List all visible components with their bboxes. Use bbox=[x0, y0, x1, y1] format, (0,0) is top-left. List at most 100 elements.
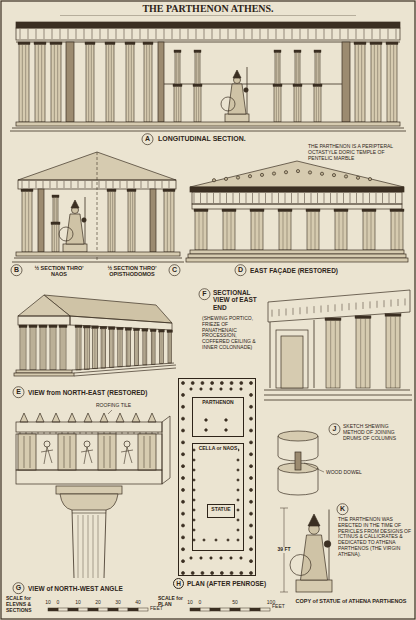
scale-unit: FEET bbox=[272, 604, 290, 610]
drum-side bbox=[278, 436, 279, 456]
column-shaft bbox=[275, 53, 280, 85]
column-flute bbox=[390, 45, 391, 122]
triglyph-mark bbox=[324, 193, 325, 203]
triglyph-mark bbox=[244, 29, 245, 39]
triglyph-mark bbox=[155, 181, 156, 188]
peristyle-column bbox=[182, 488, 185, 491]
cross-wall bbox=[158, 42, 164, 122]
statue-robe bbox=[66, 214, 84, 244]
column-flute bbox=[296, 53, 297, 84]
frieze-figure bbox=[293, 308, 294, 315]
triglyph-mark bbox=[60, 29, 61, 39]
column-flute bbox=[135, 331, 136, 365]
statue-nike bbox=[82, 218, 86, 222]
column-shaft bbox=[93, 328, 98, 368]
cella-wall bbox=[150, 189, 156, 252]
peristyle-column bbox=[182, 417, 185, 420]
column-flute bbox=[145, 332, 146, 365]
cella-wall bbox=[66, 42, 74, 122]
column-flute bbox=[283, 212, 284, 250]
column-flute bbox=[132, 192, 133, 252]
peristyle-column bbox=[250, 429, 253, 432]
letter-circle bbox=[329, 424, 340, 435]
cella-column bbox=[215, 539, 217, 541]
column-shaft bbox=[126, 330, 130, 366]
view-title: PLAN (AFTER PENROSE) bbox=[187, 580, 266, 587]
column-capital bbox=[21, 189, 33, 192]
column-capital bbox=[125, 328, 131, 331]
column-flute bbox=[130, 192, 131, 252]
column-capital bbox=[85, 42, 95, 45]
column-capital bbox=[314, 50, 321, 53]
peristyle-column bbox=[240, 572, 243, 575]
triglyph-mark bbox=[308, 29, 309, 39]
room-column bbox=[225, 419, 228, 422]
return-face bbox=[162, 416, 170, 484]
column-flute bbox=[361, 45, 362, 122]
antefix bbox=[148, 413, 156, 422]
porch-column bbox=[200, 388, 202, 390]
column-flute bbox=[54, 328, 55, 370]
triglyph-mark bbox=[396, 29, 397, 39]
triglyph-mark bbox=[316, 29, 317, 39]
scale-number: 40 bbox=[132, 600, 144, 606]
column-capital bbox=[222, 209, 236, 212]
scale-number: 30 bbox=[112, 600, 124, 606]
column-flute bbox=[198, 53, 199, 84]
scale-segment bbox=[240, 608, 250, 611]
view-letter: C bbox=[170, 266, 179, 274]
room-box: CELLA or NAOSSTATUE bbox=[192, 443, 244, 551]
column-shaft bbox=[195, 212, 207, 251]
column-capital bbox=[386, 42, 398, 45]
column-capital bbox=[50, 42, 62, 45]
cella-column bbox=[193, 509, 195, 511]
view-title: ½ SECTION THRO' OPISTHODOMOS bbox=[98, 265, 166, 278]
column-flute bbox=[316, 87, 317, 122]
column-flute bbox=[255, 212, 256, 250]
column-capital bbox=[194, 209, 208, 212]
peristyle-column bbox=[191, 572, 194, 575]
step-line bbox=[14, 258, 182, 259]
column-flute bbox=[78, 515, 79, 578]
scale-segment bbox=[200, 608, 210, 611]
column-shaft bbox=[126, 45, 134, 123]
triglyph-mark bbox=[239, 193, 240, 203]
peristyle-column bbox=[211, 572, 214, 575]
triglyph-mark bbox=[85, 181, 86, 188]
triglyph-mark bbox=[162, 181, 163, 188]
triglyph-mark bbox=[100, 29, 101, 39]
column-shaft bbox=[294, 87, 301, 123]
scale-title: SCALE for ELEVNS & SECTIONS bbox=[6, 596, 46, 613]
column-flute bbox=[278, 53, 279, 84]
pediment-figure bbox=[368, 178, 371, 181]
porch-column bbox=[230, 388, 232, 390]
scale-segment bbox=[138, 608, 148, 611]
column-shaft bbox=[174, 87, 181, 123]
pediment-figure bbox=[320, 172, 323, 175]
column-shaft bbox=[108, 192, 115, 253]
triglyph-mark bbox=[389, 193, 390, 203]
triglyph-mark bbox=[364, 29, 365, 39]
triglyph-groove bbox=[144, 436, 145, 468]
cella-column bbox=[237, 499, 239, 501]
column-flute bbox=[178, 53, 179, 84]
triglyph-mark bbox=[134, 181, 135, 188]
scale-number: 20 bbox=[92, 600, 104, 606]
scale-number: 50 bbox=[229, 600, 241, 606]
peristyle-column bbox=[182, 512, 185, 515]
column-flute bbox=[57, 45, 58, 122]
triglyph-mark bbox=[376, 193, 377, 203]
column-shaft bbox=[164, 192, 174, 253]
triglyph-mark bbox=[68, 29, 69, 39]
peristyle-column bbox=[250, 453, 253, 456]
antefix bbox=[100, 413, 108, 422]
peristyle-column bbox=[182, 429, 185, 432]
antefix bbox=[36, 413, 44, 422]
triglyph-mark bbox=[204, 29, 205, 39]
column-capital bbox=[194, 50, 201, 53]
peristyle-column bbox=[250, 500, 253, 503]
pediment-figure bbox=[296, 170, 299, 173]
frieze-figure bbox=[286, 308, 287, 315]
scale-number: 0 bbox=[194, 600, 206, 606]
view-title: EAST FAÇADE (RESTORED) bbox=[250, 267, 380, 274]
